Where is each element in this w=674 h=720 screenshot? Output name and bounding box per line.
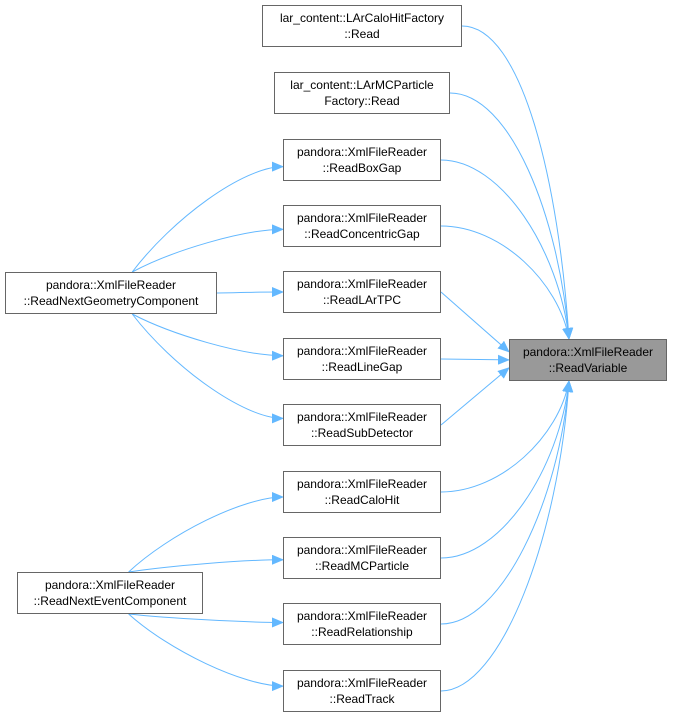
edge-n_readnextgeometry-to-n_readconcentricgap [131,224,284,273]
node-label-line1: lar_content::LArMCParticle [290,78,434,92]
node-label-line2: ::ReadMCParticle [314,559,410,573]
edge-n_readmcparticle-to-n_readvariable [440,380,573,559]
node-readmcparticle[interactable]: pandora::XmlFileReader ::ReadMCParticle [283,537,441,579]
node-label-line1: pandora::XmlFileReader [296,211,428,225]
node-label-line1: pandora::XmlFileReader [44,578,176,592]
node-label-line2: ::ReadBoxGap [322,161,402,175]
node-label-line2: ::ReadLineGap [321,360,403,374]
edge-n_readlinegap-to-n_readvariable [440,354,510,365]
node-label-line1: pandora::XmlFileReader [296,543,428,557]
node-label-line2: ::ReadVariable [548,361,628,375]
edge-n_readconcentricgap-to-n_readvariable [440,225,572,340]
node-label-line2: ::ReadTrack [329,692,395,706]
edge-n_readsubdetector-to-n_readvariable [440,367,510,426]
node-label-line2: ::ReadConcentricGap [304,227,420,241]
node-label-line1: pandora::XmlFileReader [296,277,428,291]
node-readlartpc[interactable]: pandora::XmlFileReader ::ReadLArTPC [283,271,441,313]
node-readrelationship[interactable]: pandora::XmlFileReader ::ReadRelationshi… [283,603,441,645]
node-label-line2: Factory::Read [324,94,400,108]
node-label-line1: pandora::XmlFileReader [296,344,428,358]
edge-n_calohitfactory-to-n_readvariable [461,25,574,340]
node-label-line1: pandora::XmlFileReader [296,676,428,690]
edge-n_readnextgeometry-to-n_readlartpc [216,287,284,298]
edge-n_readnextgeometry-to-n_readboxgap [131,161,284,273]
node-readnexteventcomponent[interactable]: pandora::XmlFileReader ::ReadNextEventCo… [17,572,203,614]
node-larmcparticlefactory-read[interactable]: lar_content::LArMCParticle Factory::Read [274,72,450,114]
node-label-line1: pandora::XmlFileReader [296,410,428,424]
node-label-line2: ::ReadNextGeometryComponent [23,294,199,308]
node-readnextgeometrycomponent[interactable]: pandora::XmlFileReader ::ReadNextGeometr… [5,272,217,314]
edge-n_mcparticlefactory-to-n_readvariable [449,92,574,340]
edge-n_readnextevent-to-n_readmcparticle [128,554,284,573]
node-readcalohit[interactable]: pandora::XmlFileReader ::ReadCaloHit [283,471,441,513]
edge-n_readlartpc-to-n_readvariable [440,291,510,353]
edge-n_readboxgap-to-n_readvariable [440,159,573,340]
node-label-line2: ::ReadCaloHit [324,493,400,507]
node-readsubdetector[interactable]: pandora::XmlFileReader ::ReadSubDetector [283,404,441,446]
node-label-line1: pandora::XmlFileReader [296,145,428,159]
node-label-line1: lar_content::LArCaloHitFactory [279,11,445,25]
node-readvariable-focus[interactable]: pandora::XmlFileReader ::ReadVariable [509,339,667,381]
node-readlinegap[interactable]: pandora::XmlFileReader ::ReadLineGap [283,338,441,380]
edge-n_readtrack-to-n_readvariable [440,380,574,692]
node-label-line1: pandora::XmlFileReader [45,278,177,292]
node-label-line1: pandora::XmlFileReader [296,477,428,491]
node-label-line2: ::ReadLArTPC [322,293,402,307]
node-label-line2: ::ReadNextEventComponent [33,594,187,608]
edge-n_readcalohit-to-n_readvariable [440,380,572,493]
node-label-line2: ::ReadRelationship [311,625,413,639]
edge-n_readnextevent-to-n_readtrack [128,613,284,692]
edge-n_readnextevent-to-n_readcalohit [128,492,284,573]
node-label-line1: pandora::XmlFileReader [296,609,428,623]
node-label-line1: pandora::XmlFileReader [522,345,654,359]
node-label-line2: ::Read [344,27,380,41]
edge-n_readnextgeometry-to-n_readsubdetector [131,313,284,424]
edge-n_readnextgeometry-to-n_readlinegap [131,313,284,361]
node-readconcentricgap[interactable]: pandora::XmlFileReader ::ReadConcentricG… [283,205,441,247]
node-larcalohitfactory-read[interactable]: lar_content::LArCaloHitFactory ::Read [262,5,462,47]
node-readtrack[interactable]: pandora::XmlFileReader ::ReadTrack [283,670,441,712]
node-label-line2: ::ReadSubDetector [310,426,414,440]
edge-n_readnextevent-to-n_readrelationship [128,613,284,628]
node-readboxgap[interactable]: pandora::XmlFileReader ::ReadBoxGap [283,139,441,181]
edge-n_readrelationship-to-n_readvariable [440,380,574,625]
